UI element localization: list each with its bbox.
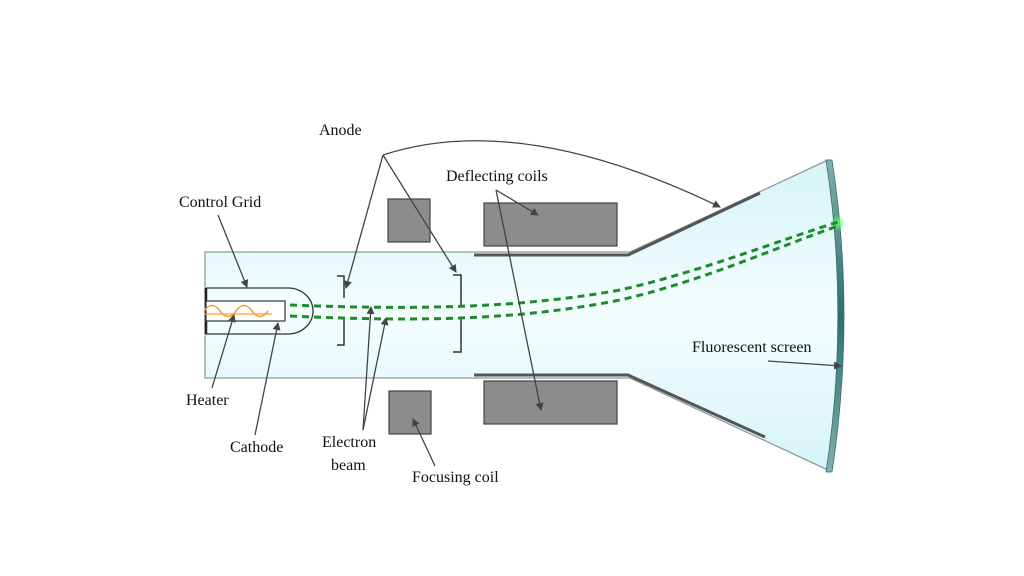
anode-leader-curve	[382, 140, 721, 208]
focusing-coil-label: Focusing coil	[412, 469, 499, 486]
fluorescent-screen	[825, 159, 845, 473]
cathode-leader	[254, 322, 281, 436]
electron-beam-leader-1	[362, 306, 375, 431]
deflecting-coil-top	[483, 202, 618, 247]
control-grid-leader	[217, 214, 249, 288]
anode-leader-2	[382, 154, 457, 273]
anode-plate-bottom	[474, 373, 766, 439]
electron-beam-label-line1: Electron	[322, 434, 376, 451]
focusing-coil-bottom	[388, 390, 432, 435]
deflecting-coil-bottom	[483, 380, 618, 425]
deflecting-leader-1	[495, 189, 539, 216]
deflecting-leader-2	[495, 189, 544, 411]
electron-beam-label-line2: beam	[331, 457, 366, 474]
cathode-label: Cathode	[230, 439, 283, 456]
fluorescent-screen-leader	[767, 360, 842, 370]
focusing-coil-top	[387, 198, 431, 243]
anode-label: Anode	[319, 122, 362, 139]
anode-bracket-2	[453, 274, 462, 353]
anode-plate-top	[474, 191, 761, 257]
heater-wire	[203, 304, 269, 318]
electron-beam-leader-2	[362, 317, 389, 431]
cathode	[205, 300, 286, 322]
anode-bracket-1	[337, 275, 345, 346]
focusing-coil-leader	[412, 418, 436, 467]
fluorescent-screen-label: Fluorescent screen	[692, 339, 812, 356]
heater-leader	[211, 314, 236, 389]
control-grid-label: Control Grid	[179, 194, 261, 211]
control-grid	[206, 287, 314, 335]
deflecting-coils-label: Deflecting coils	[446, 168, 548, 185]
anode-leader-1	[344, 154, 384, 289]
heater-label: Heater	[186, 392, 229, 409]
